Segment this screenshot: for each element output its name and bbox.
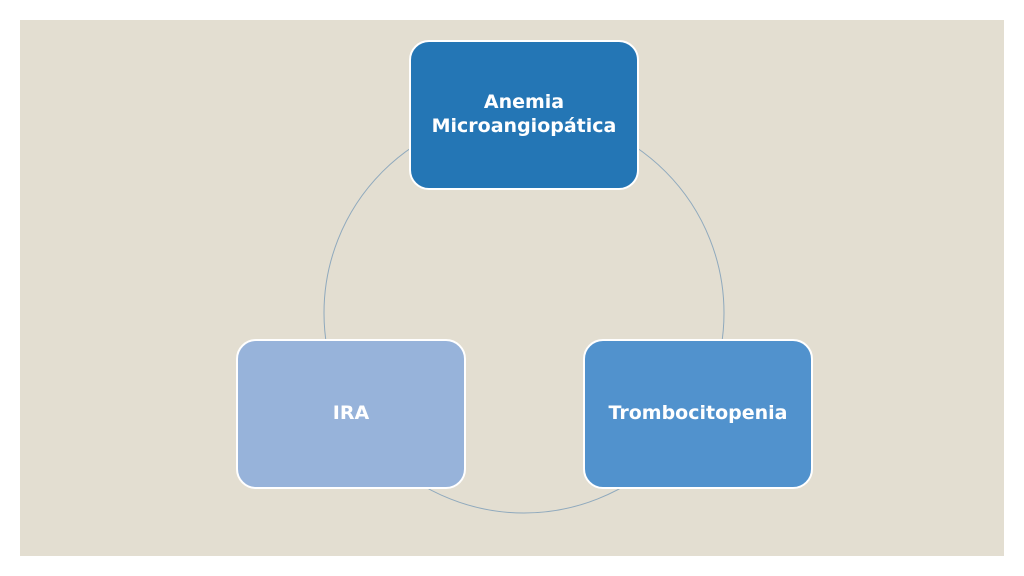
cycle-node-ira: IRA	[236, 339, 466, 489]
cycle-node-label: Anemia Microangiopática	[431, 91, 617, 137]
slide-canvas: Anemia Microangiopática Trombocitopenia …	[20, 20, 1004, 556]
cycle-node-label: IRA	[332, 402, 370, 425]
cycle-node-anemia: Anemia Microangiopática	[409, 40, 639, 190]
cycle-node-trombocitopenia: Trombocitopenia	[583, 339, 813, 489]
cycle-node-label: Trombocitopenia	[608, 402, 788, 425]
